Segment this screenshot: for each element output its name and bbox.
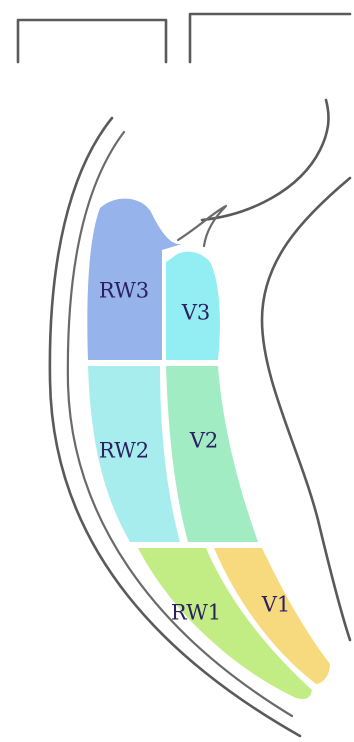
inner-hook-contour	[178, 206, 226, 246]
label-v1: V1	[261, 593, 291, 617]
label-rw1: RW1	[171, 601, 221, 625]
label-rw2: RW2	[99, 439, 149, 463]
right-contour-lower	[262, 178, 350, 640]
label-v2: V2	[189, 429, 219, 453]
label-v3: V3	[181, 301, 211, 325]
top-right-bracket	[190, 14, 350, 62]
region-v2	[166, 366, 258, 542]
top-left-bracket	[18, 20, 166, 62]
right-contour-upper	[202, 100, 328, 220]
label-rw3: RW3	[99, 279, 149, 303]
